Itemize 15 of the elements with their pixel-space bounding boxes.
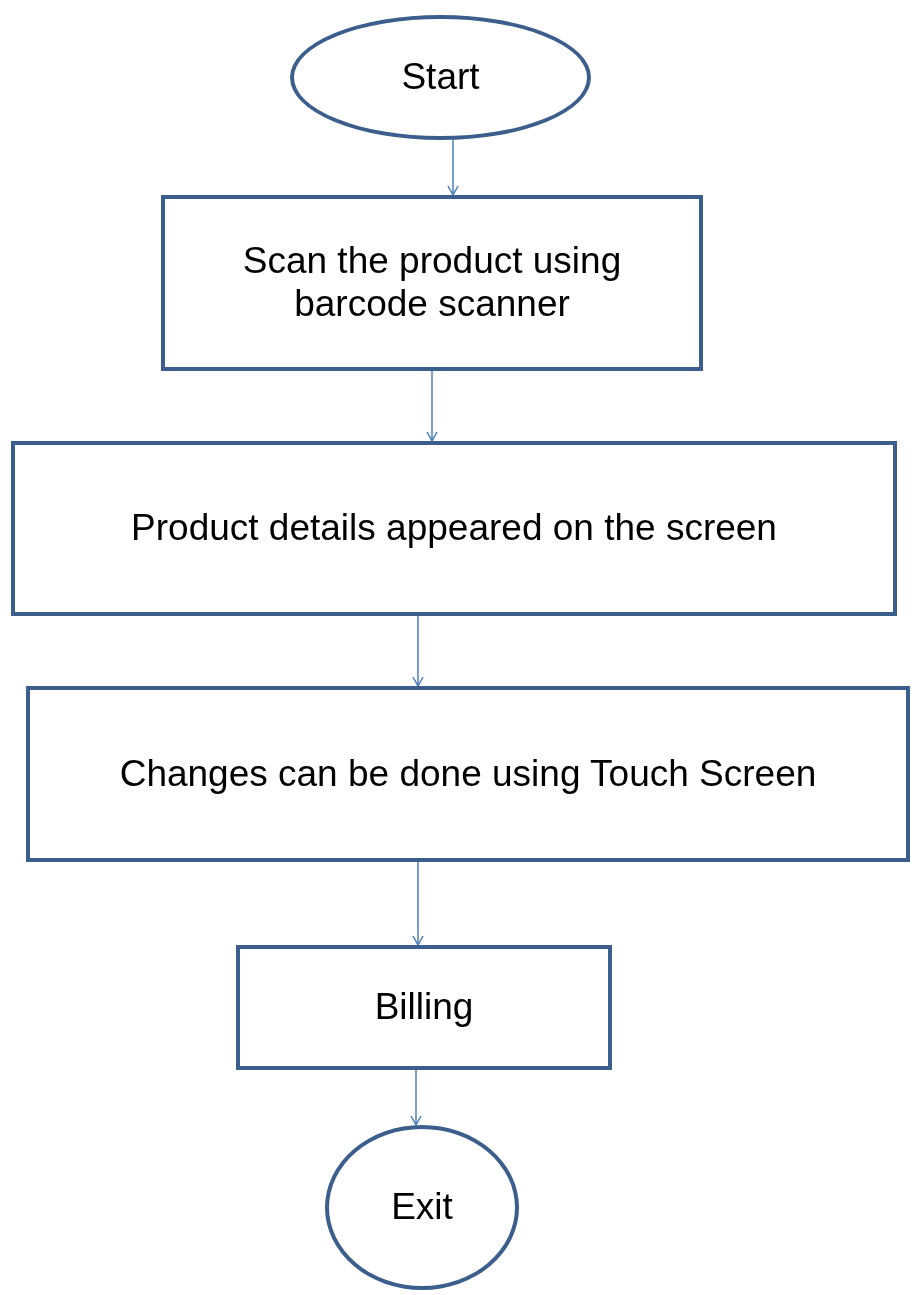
process-box <box>236 945 612 1070</box>
node-text: Changes can be done using Touch Screen <box>118 752 818 796</box>
arrow <box>412 861 424 946</box>
node-text: Product details appeared on the screen <box>130 507 778 550</box>
node-text: Start <box>400 56 481 99</box>
node-text: Billing <box>373 986 475 1029</box>
arrow <box>447 139 459 196</box>
process-box <box>11 441 897 616</box>
arrow <box>412 615 424 687</box>
arrow <box>426 370 438 442</box>
node-text: Exit <box>390 1186 454 1229</box>
process-box <box>161 195 703 371</box>
arrow <box>410 1069 422 1126</box>
process-box <box>26 686 910 862</box>
node-text: Scan the product using barcode scanner <box>241 240 623 326</box>
